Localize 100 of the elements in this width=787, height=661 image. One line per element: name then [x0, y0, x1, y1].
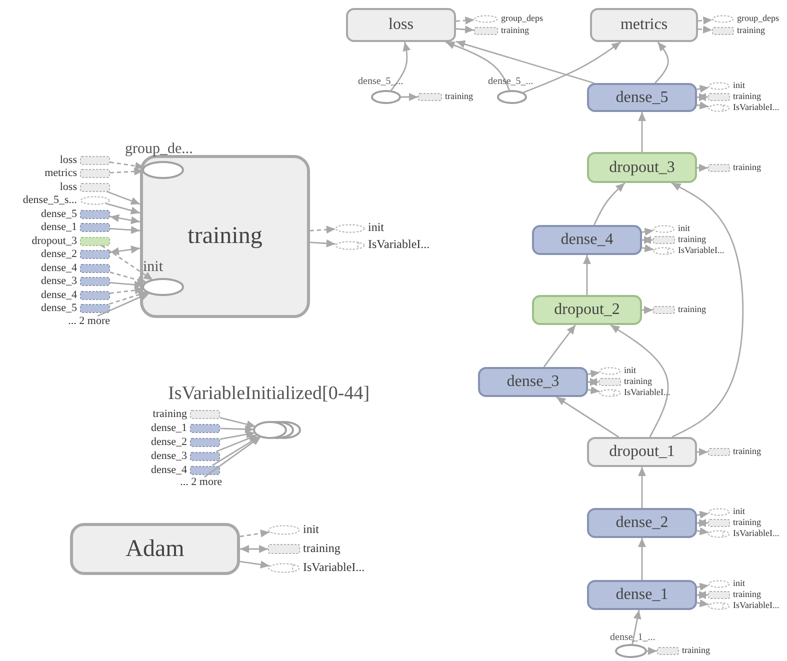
node-label: dropout_1	[609, 443, 675, 461]
arrow	[697, 164, 708, 172]
stub-label: init	[733, 579, 746, 589]
arrow	[588, 378, 599, 386]
stub-label: IsVariableI...	[733, 103, 780, 113]
stub-label: training	[303, 542, 340, 556]
stub-label: IsVariableI...	[678, 246, 724, 256]
stub-label: loss	[60, 154, 77, 166]
arrow	[310, 239, 336, 248]
arrow	[445, 41, 510, 92]
stub-label: dense_5_s...	[22, 194, 77, 207]
stub-label: training	[501, 26, 529, 36]
node-box	[532, 225, 642, 255]
arrow	[110, 272, 147, 284]
arrow	[106, 190, 140, 205]
op-label: dense_1_...	[610, 632, 656, 643]
node-label: metrics	[620, 16, 668, 34]
arrow	[583, 255, 591, 295]
stub-label: init	[733, 507, 746, 517]
arrow	[696, 599, 709, 608]
node-label: dropout_3	[609, 158, 675, 176]
node-box	[590, 8, 698, 42]
arrow	[610, 324, 669, 438]
arrow	[212, 436, 260, 466]
stub-label: init	[678, 224, 690, 234]
stub-label: init	[733, 81, 746, 91]
arrow	[594, 182, 626, 226]
arrow	[697, 519, 708, 527]
arrow	[638, 112, 646, 152]
stub-label: metrics	[44, 167, 77, 180]
stub-label: init	[303, 523, 320, 537]
node-box	[587, 508, 697, 538]
arrow	[400, 93, 418, 101]
arrow	[110, 226, 140, 234]
stub-label: init	[624, 366, 636, 376]
node-label: dense_4	[560, 231, 614, 249]
stub-label: init	[368, 221, 384, 235]
node-label: dense_5	[616, 88, 668, 106]
node-box	[587, 437, 697, 467]
stub-label: training	[733, 590, 761, 600]
stub-label: training	[678, 235, 706, 245]
arrow	[456, 40, 594, 84]
arrow	[543, 324, 576, 368]
arrow	[638, 467, 646, 508]
stub-label: dense_5	[40, 208, 77, 220]
arrow	[642, 236, 653, 244]
stub-label: group_deps	[737, 14, 779, 24]
arrow	[698, 16, 712, 24]
arrow	[654, 42, 669, 84]
op-label: IsVariableInitialized[0-44]	[168, 384, 370, 405]
arrow	[390, 42, 411, 92]
node-label: dense_1	[616, 586, 668, 604]
node-label: training	[188, 223, 262, 250]
stub-label: group_deps	[501, 14, 543, 24]
stub-label: training	[624, 377, 652, 387]
stub-label: IsVariableI...	[368, 238, 430, 252]
arrow	[642, 228, 654, 236]
stub-label: dropout_3	[32, 234, 77, 248]
stub-label: IsVariableI...	[303, 561, 365, 575]
stub-label: training	[733, 163, 761, 173]
arrow	[631, 610, 642, 646]
arrow	[642, 244, 654, 252]
stub-label: dense_4	[150, 464, 187, 476]
more-label: ... 2 more	[180, 476, 222, 488]
arrow	[216, 434, 258, 452]
arrow	[240, 545, 268, 553]
op-label: dense_5_...	[358, 76, 404, 87]
node-box	[478, 367, 588, 397]
stub-label: training	[733, 518, 761, 528]
stub-label: dense_2	[40, 248, 77, 261]
arrow	[220, 417, 256, 428]
arrow	[642, 306, 653, 314]
arrow	[110, 214, 140, 224]
node-box	[587, 580, 697, 610]
arrow	[101, 244, 154, 281]
node-box	[587, 83, 697, 112]
stub-label: training	[733, 92, 761, 102]
op-label: dense_5_...	[488, 76, 534, 87]
node-box	[587, 152, 697, 183]
arrow	[97, 292, 150, 317]
arrow	[696, 84, 709, 93]
arrow	[110, 246, 140, 256]
stub-label: IsVariableI...	[624, 388, 670, 398]
arrow	[588, 386, 600, 394]
arrow	[240, 529, 270, 538]
arrow	[696, 582, 709, 591]
arrow	[310, 226, 336, 234]
op-label: group_de...	[125, 141, 193, 158]
arrow	[109, 290, 148, 305]
arrow	[240, 560, 270, 569]
stub-label: training	[152, 408, 187, 420]
stub-label: dense_1	[150, 422, 187, 434]
stub-label: dense_3	[40, 275, 77, 288]
more-label: ... 2 more	[68, 315, 110, 328]
node-label: dense_3	[506, 373, 560, 391]
arrow	[220, 430, 256, 440]
stub-label: dense_1	[40, 221, 77, 234]
stub-label: IsVariableI...	[733, 529, 780, 539]
arrow	[698, 26, 712, 34]
arrow	[671, 182, 744, 438]
